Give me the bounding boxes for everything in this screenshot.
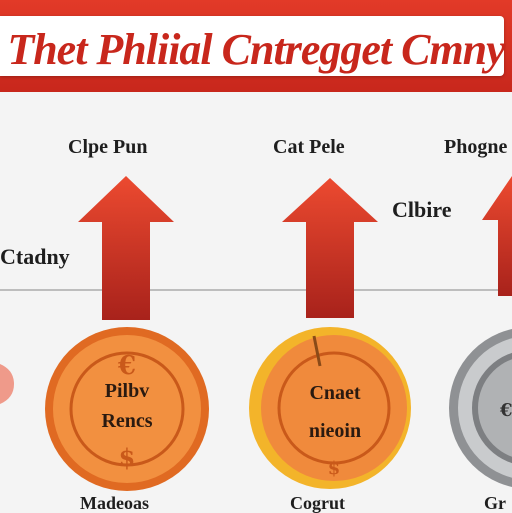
top-label-3: Phogne: [444, 136, 508, 158]
side-label-middle-right: Clbire: [392, 197, 452, 222]
coin-icon-3: €: [449, 329, 512, 487]
coin-icon-2: $: [249, 327, 411, 489]
svg-text:$: $: [119, 443, 136, 472]
page-title: Thet Phliial Cntregget Cmny: [7, 25, 505, 74]
svg-text:$: $: [328, 458, 341, 479]
svg-text:€: €: [117, 351, 136, 381]
up-arrow-icon-3: [482, 176, 512, 296]
side-label-left: Ctadny: [0, 244, 70, 269]
coin-icon-1: € $: [45, 327, 209, 491]
coin-2-line-2: nieoin: [308, 420, 362, 442]
header-panel: [0, 16, 504, 76]
bottom-label-1: Madeoas: [80, 493, 149, 513]
coin-1-line-2: Rencs: [101, 410, 153, 432]
top-label-2: Cat Pele: [273, 136, 345, 158]
up-arrow-icon-1: [78, 176, 174, 320]
bottom-label-3: Gr: [484, 493, 506, 513]
svg-text:€: €: [499, 400, 512, 421]
coin-2-line-1: Cnaet: [309, 382, 361, 404]
partial-coin-left-icon: [0, 364, 14, 404]
top-label-1: Clpe Pun: [68, 136, 148, 158]
coin-1-line-1: Pilbv: [104, 380, 150, 402]
up-arrow-icon-2: [282, 178, 378, 318]
bottom-label-2: Cogrut: [290, 493, 345, 513]
horizontal-divider: [0, 289, 512, 291]
